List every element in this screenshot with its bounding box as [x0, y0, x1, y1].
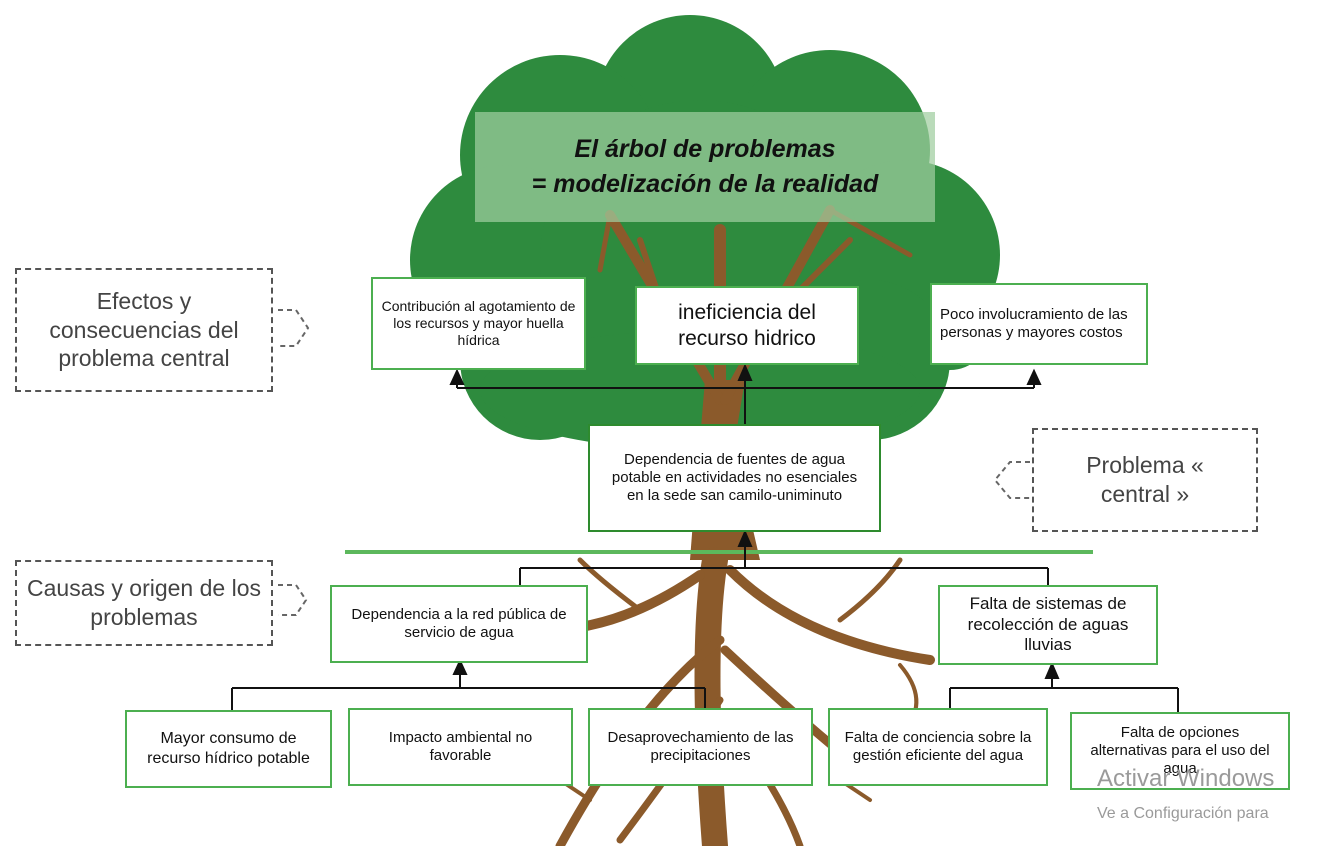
effect-connectors [449, 363, 1042, 424]
effect-box-low-involvement: Poco involucramiento de las personas y m… [930, 283, 1148, 365]
tree-roots [540, 547, 935, 846]
subcause-connectors [231, 658, 1179, 712]
effect-box-resource-depletion: Contribución al agotamiento de los recur… [371, 277, 586, 370]
effect-box-water-inefficiency: ineficiencia del recurso hidrico [635, 286, 859, 365]
cause-box-rainwater-collection: Falta de sistemas de recolección de agua… [938, 585, 1158, 665]
subcause-box-higher-consumption: Mayor consumo de recurso hídrico potable [125, 710, 332, 788]
subcause-box-lack-alternatives: Falta de opciones alternativas para el u… [1070, 712, 1290, 790]
cause-box-public-network: Dependencia a la red pública de servicio… [330, 585, 588, 663]
watermark-line-2: Ve a Configuración para [1097, 805, 1269, 822]
effects-side-label: Efectos y consecuencias del problema cen… [15, 268, 273, 392]
watermark-line-1: Activar Windows [1097, 765, 1275, 792]
title-line-1: El árbol de problemas [574, 135, 836, 163]
subcause-box-unused-rainfall: Desaprovechamiento de las precipitacione… [588, 708, 813, 786]
cause-connectors [519, 529, 1049, 585]
subcause-box-environmental-impact: Impacto ambiental no favorable [348, 708, 573, 786]
causes-side-label: Causas y origen de los problemas [15, 560, 273, 646]
central-problem-side-label: Problema « central » [1032, 428, 1258, 532]
side-arrows [278, 309, 1030, 616]
central-problem-box: Dependencia de fuentes de agua potable e… [588, 424, 881, 532]
title-line-2: = modelización de la realidad [531, 170, 879, 198]
title-panel: El árbol de problemas = modelización de … [475, 112, 935, 222]
subcause-box-lack-awareness: Falta de conciencia sobre la gestión efi… [828, 708, 1048, 786]
